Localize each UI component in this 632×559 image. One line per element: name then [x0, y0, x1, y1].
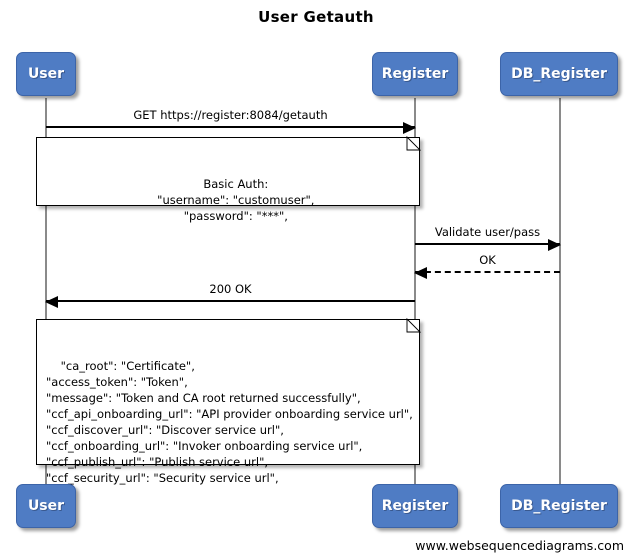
note-fold-corner-icon: [406, 317, 422, 333]
actor-register-top[interactable]: Register: [372, 52, 458, 96]
lifeline-db-register: [559, 98, 561, 486]
page-title: User Getauth: [258, 8, 374, 26]
actor-label: Register: [381, 66, 449, 82]
message-line-validate-user-pass: [415, 239, 561, 251]
actor-label: User: [27, 66, 65, 82]
note-token-response: "ca_root": "Certificate", "access_token"…: [36, 317, 422, 485]
message-label-validate-user-pass: Validate user/pass: [434, 225, 541, 239]
message-label-ok: OK: [479, 253, 496, 267]
actor-db-register-top[interactable]: DB_Register: [500, 52, 618, 96]
message-line-ok: [414, 267, 560, 279]
actor-db-register-bottom[interactable]: DB_Register: [500, 484, 618, 528]
note-fold-corner-icon: [406, 135, 422, 151]
actor-user-top[interactable]: User: [16, 52, 76, 96]
message-line-200-ok: [45, 296, 415, 308]
message-label-200-ok: 200 OK: [209, 282, 252, 296]
note-text: "ca_root": "Certificate", "access_token"…: [46, 359, 413, 485]
note-text: Basic Auth: "username": "customuser", "p…: [157, 177, 315, 223]
actor-label: DB_Register: [511, 498, 607, 514]
footer-watermark: www.websequencediagrams.com: [415, 538, 624, 553]
arrowhead-right-icon: [548, 239, 561, 251]
note-basic-auth: Basic Auth: "username": "customuser", "p…: [36, 135, 422, 223]
arrowhead-right-icon: [403, 122, 416, 134]
lifeline-user: [45, 98, 47, 486]
actor-label: Register: [381, 498, 449, 514]
actor-register-bottom[interactable]: Register: [372, 484, 458, 528]
message-label-get-getauth: GET https://register:8084/getauth: [133, 108, 328, 122]
actor-label: DB_Register: [511, 66, 607, 82]
actor-label: User: [27, 498, 65, 514]
actor-user-bottom[interactable]: User: [16, 484, 76, 528]
arrowhead-left-icon: [414, 267, 427, 279]
lifeline-register: [414, 98, 416, 486]
arrowhead-left-icon: [45, 296, 58, 308]
message-line-get-getauth: [46, 122, 416, 134]
